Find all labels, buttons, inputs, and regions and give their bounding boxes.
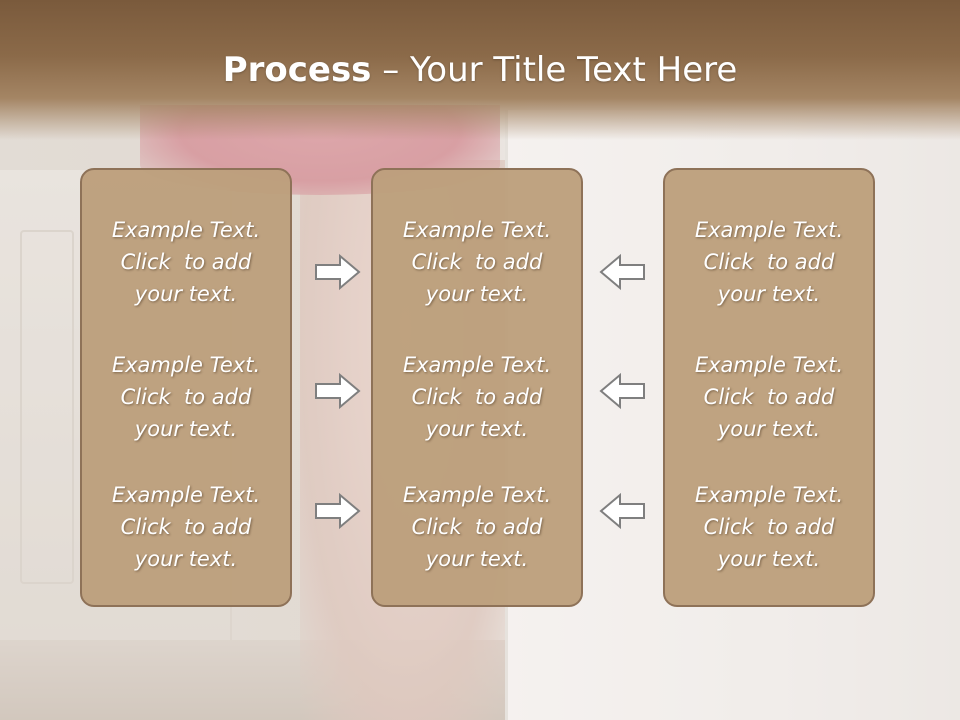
- text-line: Example Text.: [111, 483, 261, 507]
- text-line: Click to add: [120, 385, 252, 409]
- text-placeholder[interactable]: Example Text. Click to add your text.: [373, 214, 581, 310]
- text-line: your text.: [717, 282, 821, 306]
- process-box-right[interactable]: Example Text. Click to add your text. Ex…: [663, 168, 875, 607]
- text-line: Example Text.: [402, 483, 552, 507]
- text-placeholder[interactable]: Example Text. Click to add your text.: [373, 479, 581, 575]
- text-line: your text.: [134, 282, 238, 306]
- text-placeholder[interactable]: Example Text. Click to add your text.: [665, 214, 873, 310]
- text-line: your text.: [134, 547, 238, 571]
- text-line: Example Text.: [111, 218, 261, 242]
- text-line: Click to add: [411, 250, 543, 274]
- text-placeholder[interactable]: Example Text. Click to add your text.: [373, 349, 581, 445]
- text-placeholder[interactable]: Example Text. Click to add your text.: [82, 349, 290, 445]
- process-box-middle[interactable]: Example Text. Click to add your text. Ex…: [371, 168, 583, 607]
- arrow-left-icon: [598, 491, 646, 531]
- arrow-left-icon: [598, 252, 646, 292]
- slide-title[interactable]: Process – Your Title Text Here: [0, 50, 960, 90]
- text-line: Example Text.: [694, 353, 844, 377]
- arrow-left-icon: [598, 371, 646, 411]
- process-box-left[interactable]: Example Text. Click to add your text. Ex…: [80, 168, 292, 607]
- text-placeholder[interactable]: Example Text. Click to add your text.: [665, 349, 873, 445]
- text-line: Click to add: [703, 385, 835, 409]
- text-line: Click to add: [411, 515, 543, 539]
- text-line: Example Text.: [402, 218, 552, 242]
- text-line: Click to add: [703, 250, 835, 274]
- arrow-right-icon: [314, 252, 362, 292]
- arrow-right-icon: [314, 491, 362, 531]
- text-line: your text.: [425, 282, 529, 306]
- text-line: your text.: [717, 547, 821, 571]
- text-line: your text.: [717, 417, 821, 441]
- text-line: your text.: [134, 417, 238, 441]
- text-line: your text.: [425, 547, 529, 571]
- arrow-right-icon: [314, 371, 362, 411]
- text-placeholder[interactable]: Example Text. Click to add your text.: [665, 479, 873, 575]
- text-line: Click to add: [703, 515, 835, 539]
- text-line: Click to add: [120, 250, 252, 274]
- text-line: Example Text.: [111, 353, 261, 377]
- text-placeholder[interactable]: Example Text. Click to add your text.: [82, 479, 290, 575]
- text-placeholder[interactable]: Example Text. Click to add your text.: [82, 214, 290, 310]
- text-line: Click to add: [120, 515, 252, 539]
- text-line: Click to add: [411, 385, 543, 409]
- title-bold: Process: [222, 50, 372, 90]
- text-line: Example Text.: [694, 483, 844, 507]
- header-band: [0, 0, 960, 140]
- text-line: Example Text.: [694, 218, 844, 242]
- text-line: your text.: [425, 417, 529, 441]
- background-cabinet-door: [20, 230, 74, 584]
- text-line: Example Text.: [402, 353, 552, 377]
- title-rest: – Your Title Text Here: [371, 50, 738, 90]
